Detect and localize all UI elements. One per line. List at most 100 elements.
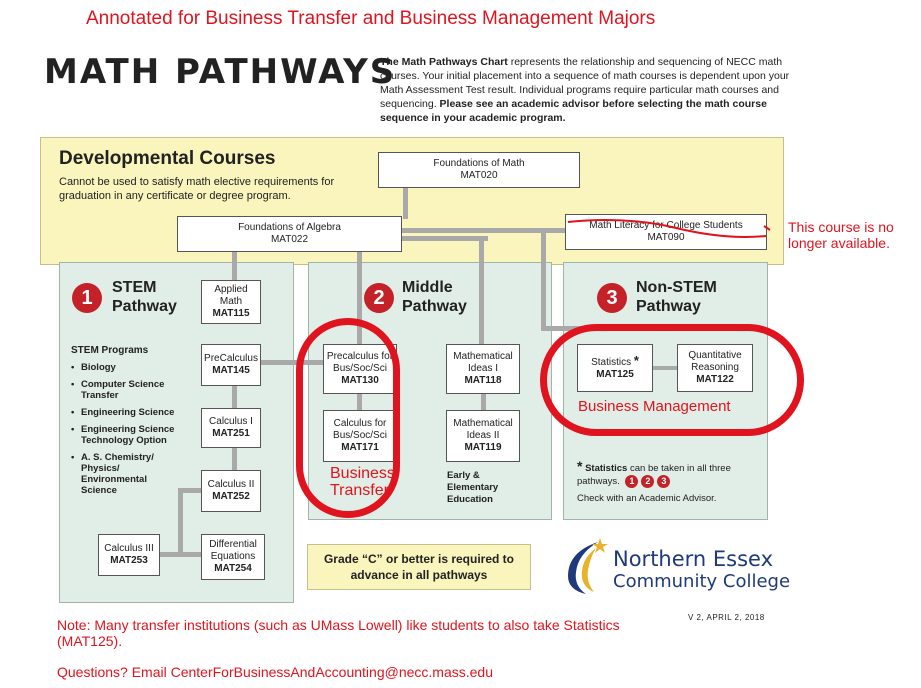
stem-number-badge: 1: [72, 283, 102, 313]
intro-bold: The Math Pathways Chart: [380, 56, 508, 68]
advisor-note: Check with an Academic Advisor.: [577, 493, 717, 504]
list-item: Biology: [71, 362, 181, 373]
middle-title-line1: Middle: [402, 279, 453, 296]
course-code: MAT115: [212, 308, 250, 319]
grade-note: Grade “C” or better is required to advan…: [307, 544, 531, 590]
course-name: Mathematical Ideas I: [453, 351, 513, 374]
connector-line: [651, 366, 677, 370]
nonstem-title-line1: Non-STEM: [636, 279, 717, 296]
course-differential-equations[interactable]: Differential Equations MAT254: [201, 534, 265, 580]
unavailable-annotation: This course is no longer available.: [788, 219, 894, 251]
page-title: MATH PATHWAYS: [44, 52, 397, 92]
version-label: V 2, APRIL 2, 2018: [688, 613, 765, 622]
intro-bold-end: Please see an academic advisor before se…: [380, 98, 767, 124]
connector-line: [232, 446, 237, 470]
questions-note: Questions? Email CenterForBusinessAndAcc…: [57, 664, 493, 680]
business-transfer-circle: [296, 318, 400, 518]
course-foundations-math[interactable]: Foundations of Math MAT020: [378, 152, 580, 188]
course-code: MAT022: [270, 234, 309, 245]
connector-line: [178, 488, 183, 556]
star-mark: *: [577, 458, 583, 474]
stem-title-line2: Pathway: [112, 298, 177, 315]
course-code: MAT252: [212, 491, 250, 502]
business-transfer-annotation: Business Transfer: [330, 465, 395, 499]
early-ed-label: Early & Elementary Education: [447, 470, 499, 505]
course-quantitative-reasoning[interactable]: Quantitative Reasoning MAT122: [677, 344, 753, 392]
middle-title-line2: Pathway: [402, 298, 467, 315]
business-management-circle: [540, 324, 804, 436]
course-code: MAT118: [464, 375, 502, 386]
star-mark: *: [633, 353, 639, 368]
nonstem-title-line2: Pathway: [636, 298, 701, 315]
developmental-title: Developmental Courses: [59, 148, 276, 169]
statistics-note: * Statistics can be taken in all three p…: [577, 458, 757, 488]
course-name: Statistics: [591, 357, 632, 368]
course-code: MAT020: [460, 170, 498, 181]
middle-title: Middle Pathway: [402, 278, 467, 316]
course-applied-math[interactable]: Applied Math MAT115: [201, 280, 261, 324]
list-item: Engineering Science: [71, 407, 181, 418]
course-precalculus[interactable]: PreCalculus MAT145: [201, 344, 261, 386]
course-name: Calculus III: [104, 543, 154, 554]
stem-programs-list: Biology Computer Science Transfer Engine…: [71, 362, 181, 502]
course-code: MAT119: [464, 442, 502, 453]
course-code: MAT122: [696, 374, 734, 385]
connector-line: [479, 236, 484, 344]
connector-line: [400, 236, 488, 241]
course-code: MAT171: [341, 442, 379, 453]
course-name: Foundations of Math: [433, 158, 525, 169]
intro-text: represents the relationship and sequenci…: [380, 56, 790, 110]
course-name: Mathematical Ideas II: [453, 418, 513, 441]
college-name-line1: Northern Essex: [613, 547, 774, 571]
college-name: Northern Essex Community College: [613, 547, 790, 593]
course-code: MAT145: [212, 365, 250, 376]
pathway-badge-3: 3: [657, 475, 671, 488]
course-math-ideas-1[interactable]: Mathematical Ideas I MAT118: [446, 344, 520, 394]
course-calculus-1[interactable]: Calculus I MAT251: [201, 408, 261, 448]
connector-line: [400, 228, 578, 233]
intro-paragraph: The Math Pathways Chart represents the r…: [380, 55, 795, 125]
nonstem-title: Non-STEM Pathway: [636, 278, 717, 316]
course-name: Calculus I: [209, 416, 253, 427]
connector-line: [481, 392, 486, 410]
nonstem-number-badge: 3: [597, 283, 627, 313]
course-name: Applied Math: [214, 284, 248, 307]
course-foundations-algebra[interactable]: Foundations of Algebra MAT022: [177, 216, 402, 252]
course-code: MAT090: [647, 232, 685, 243]
course-name: PreCalculus: [204, 353, 258, 364]
list-item: Computer Science Transfer: [71, 379, 181, 401]
course-code: MAT125: [596, 369, 634, 380]
connector-line: [541, 231, 546, 331]
college-logo-icon: [568, 538, 608, 594]
annotation-title: Annotated for Business Transfer and Busi…: [86, 8, 656, 29]
course-name: Calculus II: [207, 479, 255, 490]
course-calculus-3[interactable]: Calculus III MAT253: [98, 534, 160, 576]
course-code: MAT254: [214, 563, 252, 574]
course-code: MAT251: [212, 428, 250, 439]
transfer-note: Note: Many transfer institutions (such a…: [57, 617, 620, 649]
pathway-badge-1: 1: [625, 475, 639, 488]
course-name: Differential Equations: [209, 539, 257, 562]
connector-line: [357, 392, 362, 410]
connector-line: [158, 552, 202, 557]
course-calculus-2[interactable]: Calculus II MAT252: [201, 470, 261, 512]
course-code: MAT253: [110, 555, 148, 566]
course-name-row: Statistics *: [591, 353, 639, 369]
course-name: Quantitative Reasoning: [688, 350, 742, 373]
connector-line: [357, 250, 362, 344]
list-item: A. S. Chemistry/ Physics/ Environmental …: [71, 452, 181, 496]
connector-line: [403, 187, 408, 219]
connector-line: [259, 360, 324, 365]
course-name: Foundations of Algebra: [238, 222, 341, 233]
strikethrough-mark: [567, 219, 771, 238]
connector-line: [178, 488, 202, 493]
course-math-ideas-2[interactable]: Mathematical Ideas II MAT119: [446, 410, 520, 462]
course-calc-bus[interactable]: Calculus for Bus/Soc/Sci MAT171: [323, 410, 397, 462]
developmental-subtitle: Cannot be used to satisfy math elective …: [59, 176, 335, 202]
stem-title: STEM Pathway: [112, 278, 177, 316]
course-name: Calculus for Bus/Soc/Sci: [333, 418, 387, 441]
statistics-note-bold: Statistics: [585, 463, 628, 474]
statistics-note-text: can be taken in all three pathways.: [577, 463, 731, 487]
pathway-badge-2: 2: [641, 475, 655, 488]
middle-number-badge: 2: [364, 283, 394, 313]
